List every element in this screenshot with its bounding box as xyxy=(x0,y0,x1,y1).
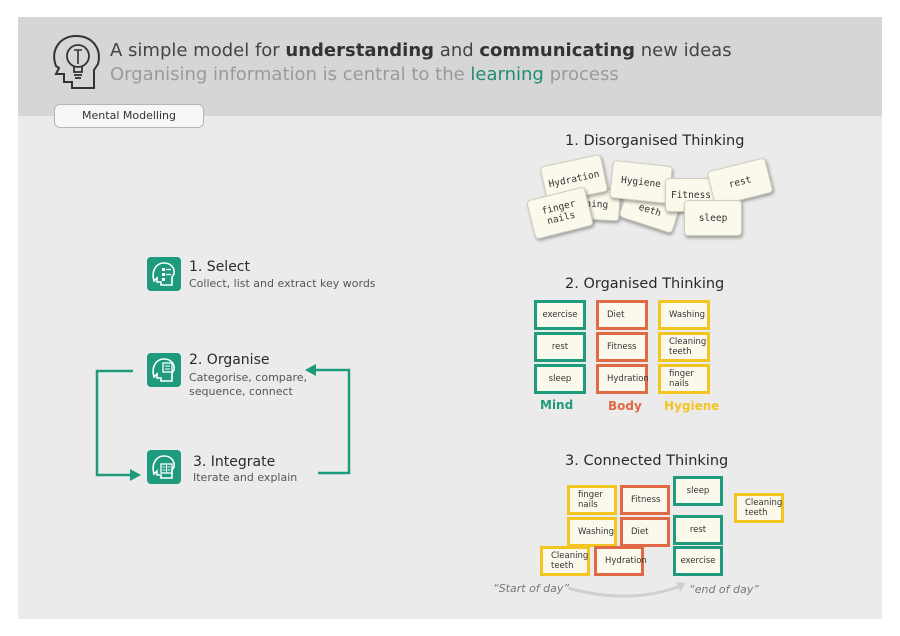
conn-card-exercise: exercise xyxy=(673,546,723,576)
card-sleep: sleep xyxy=(684,200,742,236)
step-select-title: 1. Select xyxy=(189,259,250,275)
start-of-day-label: “Start of day” xyxy=(493,582,570,595)
mental-modelling-tag: Mental Modelling xyxy=(54,104,204,128)
group-label-body: Body xyxy=(608,399,642,413)
conn-card-fitness: Fitness xyxy=(620,485,670,515)
step-integrate-desc: Iterate and explain xyxy=(193,471,298,484)
org-card-diet: Diet xyxy=(596,300,648,330)
org-card-sleep: sleep xyxy=(534,364,586,394)
select-head-icon xyxy=(147,257,181,291)
conn-card-cleaning-teeth-right: Cleaning teeth xyxy=(734,493,784,523)
conn-card-cleaning-teeth-left: Cleaning teeth xyxy=(540,546,590,576)
group-label-mind: Mind xyxy=(540,398,574,412)
organise-head-icon xyxy=(147,353,181,387)
org-card-rest: rest xyxy=(534,332,586,362)
end-of-day-label: “end of day” xyxy=(689,583,759,596)
integrate-head-icon xyxy=(147,450,181,484)
disorganised-title: 1. Disorganised Thinking xyxy=(565,133,745,149)
step-organise-title: 2. Organise xyxy=(189,352,270,368)
conn-card-diet: Diet xyxy=(620,517,670,547)
conn-card-rest: rest xyxy=(673,515,723,545)
org-card-cleaning-teeth: Cleaning teeth xyxy=(658,332,710,362)
organised-title: 2. Organised Thinking xyxy=(565,276,725,292)
lightbulb-head-icon xyxy=(53,34,100,89)
org-card-fitness: Fitness xyxy=(596,332,648,362)
conn-card-finger-nails: finger nails xyxy=(567,485,617,515)
conn-card-washing: Washing xyxy=(567,517,617,547)
org-card-hydration: Hydration xyxy=(596,364,649,394)
org-card-finger-nails: finger nails xyxy=(658,364,710,394)
step-integrate-title: 3. Integrate xyxy=(193,454,276,470)
conn-card-hydration: Hydration xyxy=(594,546,647,576)
step-select-desc: Collect, list and extract key words xyxy=(189,277,376,290)
org-card-washing: Washing xyxy=(658,300,710,330)
group-label-hygiene: Hygiene xyxy=(664,399,720,413)
page-subtitle: Organising information is central to the… xyxy=(110,64,619,85)
step-organise-desc: Categorise, compare,sequence, connect xyxy=(189,371,308,398)
conn-card-sleep: sleep xyxy=(673,476,723,506)
org-card-exercise: exercise xyxy=(534,300,586,330)
header-band xyxy=(18,17,882,116)
page-title: A simple model for understanding and com… xyxy=(110,40,732,61)
connected-title: 3. Connected Thinking xyxy=(565,453,729,469)
